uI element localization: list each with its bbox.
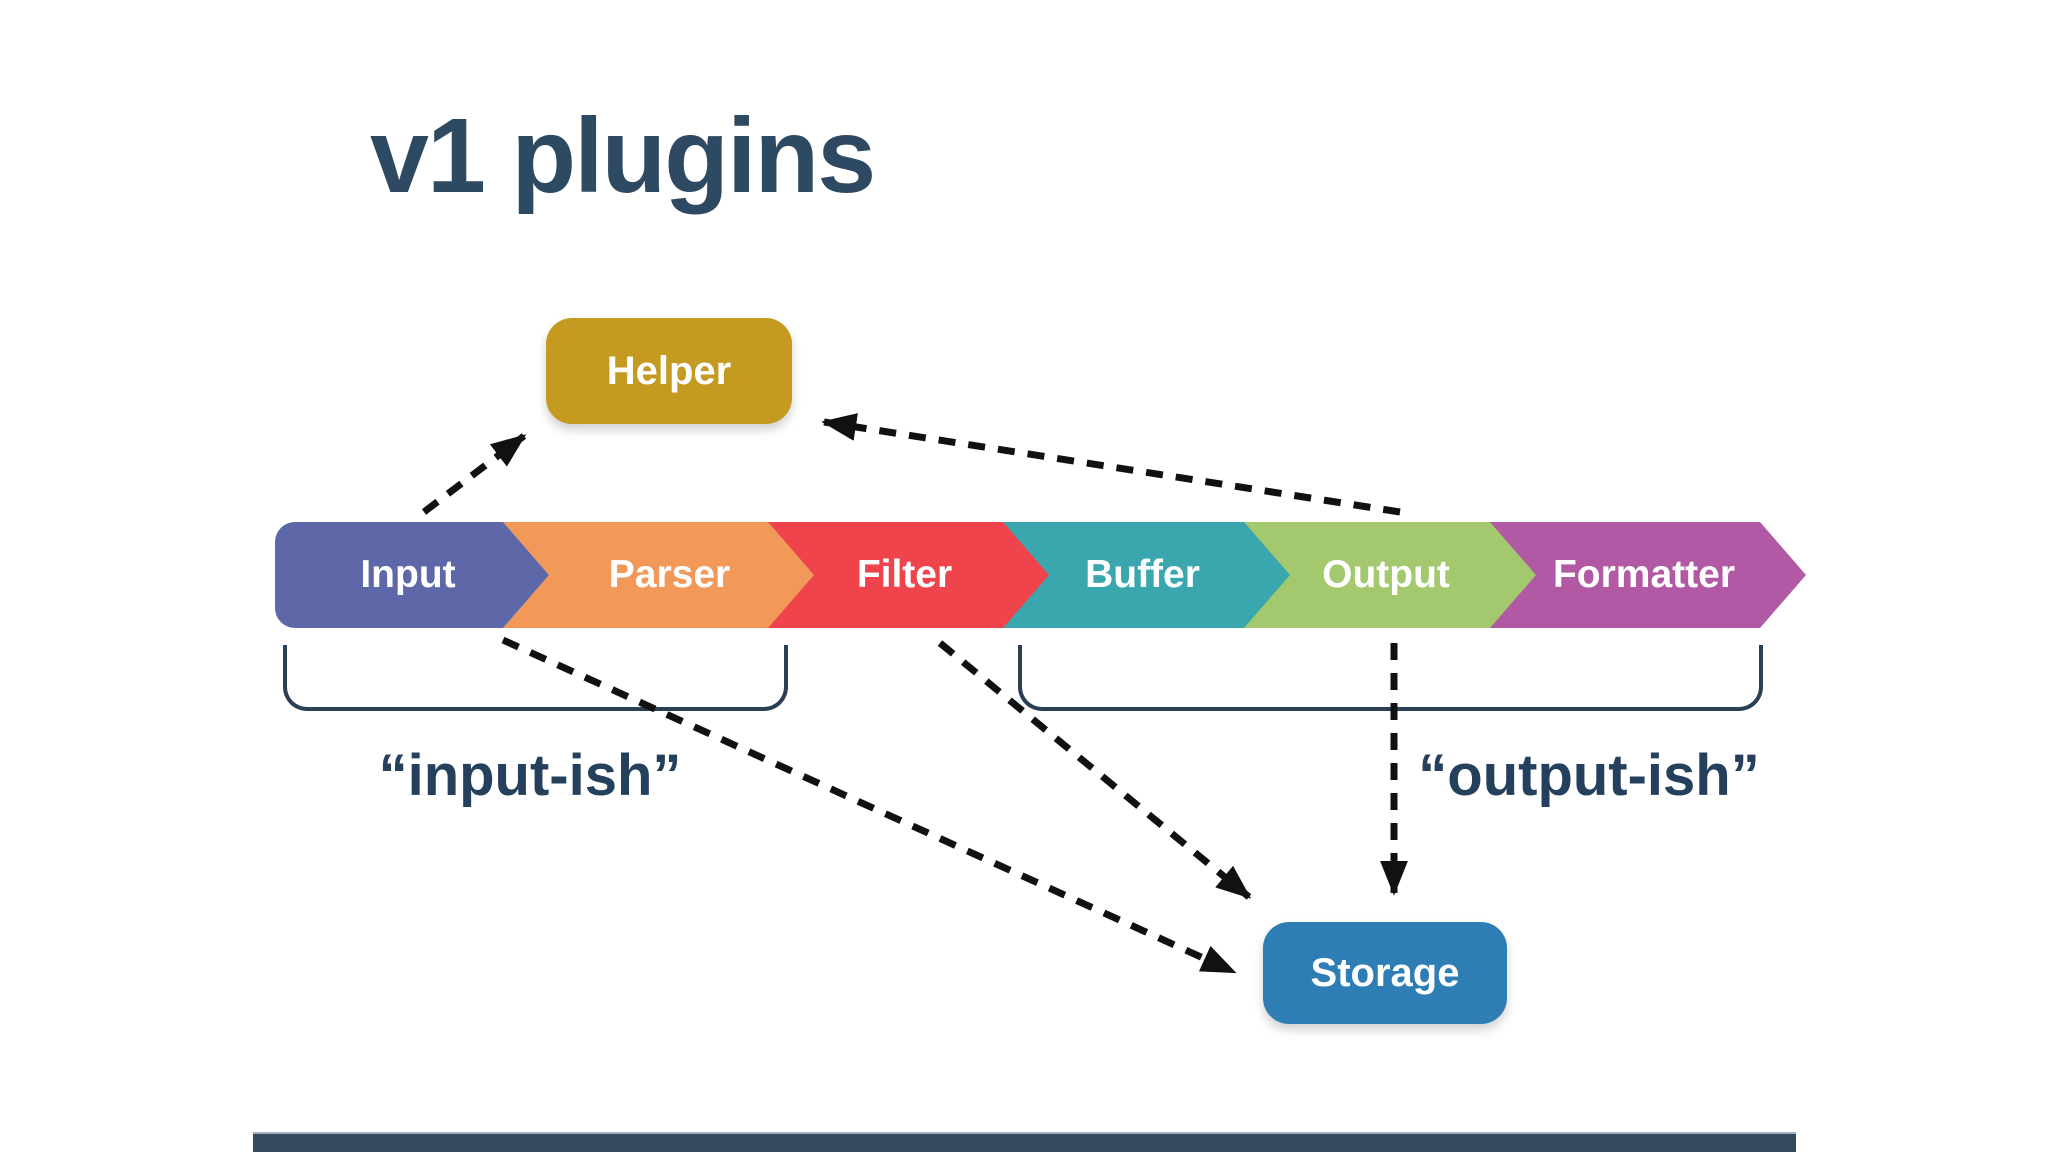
stage-label: Formatter xyxy=(1552,553,1736,596)
stage-label: Input xyxy=(360,553,456,596)
page-title: v1 plugins xyxy=(370,97,876,215)
output-ish-label: “output-ish” xyxy=(1418,743,1760,808)
storage-node: Storage xyxy=(1263,922,1507,1024)
pipeline-stage-input: Input xyxy=(275,522,549,628)
input-ish-label: “input-ish” xyxy=(378,743,682,808)
helper-node: Helper xyxy=(546,318,792,424)
stage-label: Parser xyxy=(608,553,731,596)
helper-node-label: Helper xyxy=(606,348,732,393)
storage-node-label: Storage xyxy=(1310,950,1460,995)
pipeline-stage-formatter: Formatter xyxy=(1460,522,1806,628)
input-ish-bracket xyxy=(283,645,788,711)
stage-label: Buffer xyxy=(1085,553,1200,596)
stage-label: Output xyxy=(1322,553,1450,596)
arrow-output-to-helper xyxy=(821,413,1401,516)
output-ish-bracket xyxy=(1018,645,1763,711)
arrow-input-to-helper xyxy=(421,433,527,515)
bottom-divider-bar xyxy=(253,1132,1796,1152)
pipeline-stage-parser: Parser xyxy=(503,522,814,628)
stage-label: Filter xyxy=(856,553,953,596)
